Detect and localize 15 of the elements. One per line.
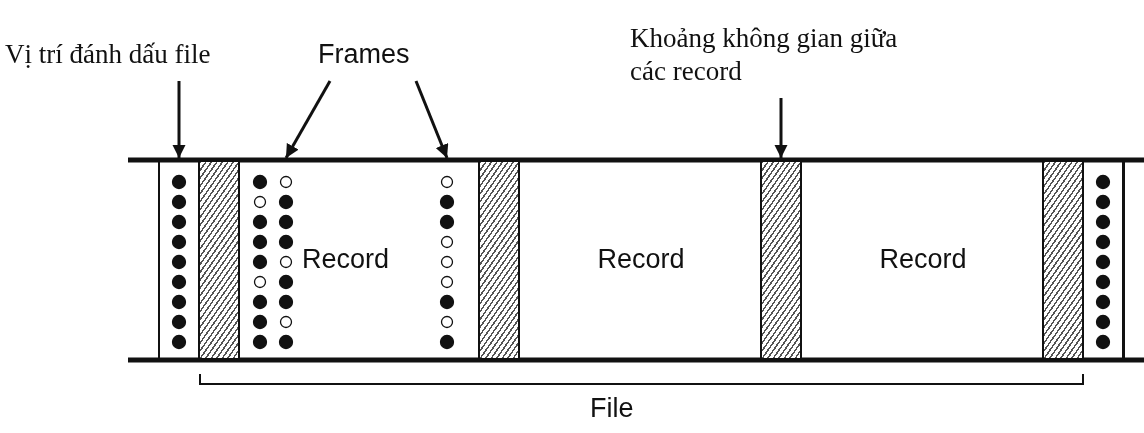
record-gap [198, 162, 240, 358]
callout-label: Khoảng không gian giữa các record [630, 22, 910, 88]
record-label: Record [302, 243, 390, 276]
arrow [172, 81, 186, 158]
callout-label: Frames [318, 38, 428, 71]
record-gap [478, 162, 520, 358]
record-label: Record [879, 243, 967, 276]
callout-label: Vị trí đánh dấu file [5, 38, 295, 71]
record-label: Record [597, 243, 685, 276]
arrow [414, 80, 449, 159]
arrow [284, 80, 332, 159]
record-gap [1042, 162, 1084, 358]
arrow [774, 98, 788, 158]
record-gap [760, 162, 802, 358]
file-label: File [590, 392, 634, 425]
